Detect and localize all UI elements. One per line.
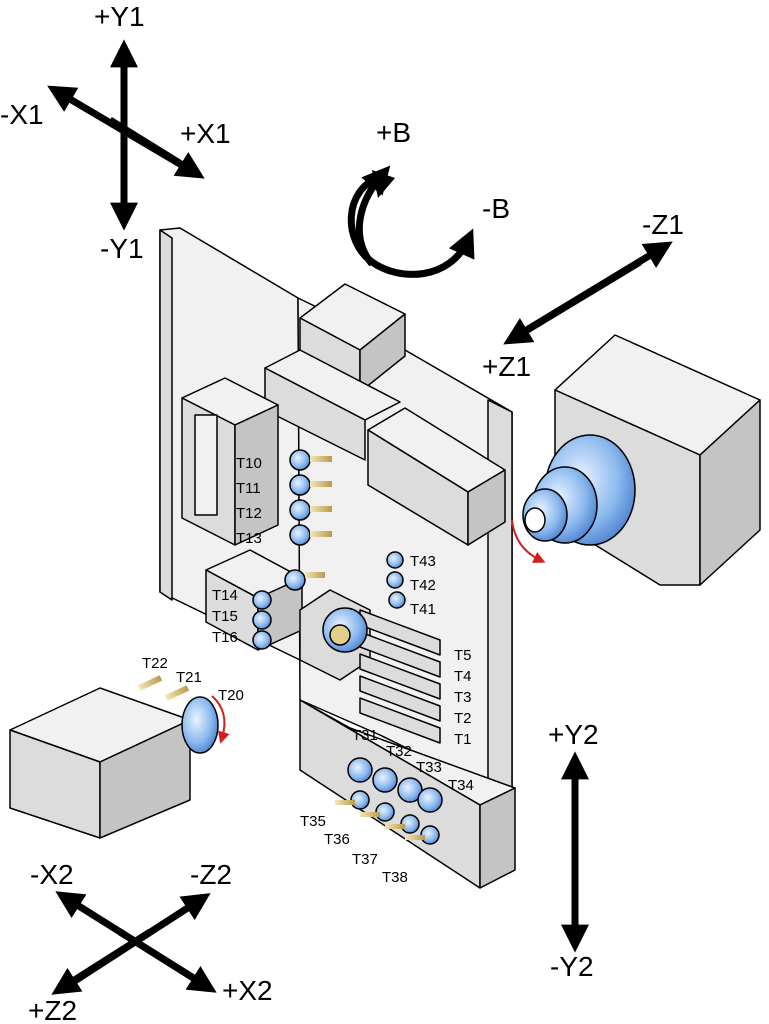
label-z2-positive: +Z2 (28, 995, 77, 1024)
tool-label-t41: T41 (410, 601, 436, 618)
label-x1-negative: -X1 (0, 99, 44, 130)
sub-spindle-rotation-marker (211, 695, 230, 744)
main-spindle-housing (511, 334, 761, 586)
tool-label-t31: T31 (352, 727, 378, 744)
tool-label-t15: T15 (212, 608, 238, 625)
label-y2-negative: -Y2 (550, 951, 594, 982)
z2-positive-arrow (51, 929, 152, 995)
sub-spindle-block (9, 675, 230, 839)
tool-holders (252, 449, 443, 845)
tool-label-t36: T36 (324, 831, 350, 848)
tool-label-t14: T14 (212, 587, 238, 604)
label-z2-negative: -Z2 (190, 859, 232, 890)
tool-label-t38: T38 (382, 869, 408, 886)
tool-label-t4: T4 (454, 668, 472, 685)
tool-label-t35: T35 (300, 813, 326, 830)
label-z1-negative: -Z1 (642, 209, 684, 240)
label-y1-negative: -Y1 (100, 233, 144, 264)
tool-label-t32: T32 (386, 743, 412, 760)
tool-label-t16: T16 (212, 629, 238, 646)
tool-label-t21: T21 (176, 669, 202, 686)
tool-label-t10: T10 (236, 455, 262, 472)
tool-label-t33: T33 (416, 759, 442, 776)
tool-label-t3: T3 (454, 689, 472, 706)
tool-label-t42: T42 (410, 577, 436, 594)
tool-label-t2: T2 (454, 710, 472, 727)
tool-label-t20: T20 (218, 687, 244, 704)
label-b-negative: -B (482, 193, 510, 224)
axis-group-x1-y1 (47, 39, 205, 231)
label-y2-positive: +Y2 (548, 719, 599, 750)
spindle-rotation-marker (511, 519, 546, 563)
tool-label-t1: T1 (454, 731, 472, 748)
label-x1-positive: +X1 (180, 118, 231, 149)
tool-label-t11: T11 (236, 480, 261, 497)
label-x2-negative: -X2 (30, 859, 74, 890)
tool-label-t43: T43 (410, 553, 436, 570)
b-rotation-arrow (347, 165, 475, 278)
tool-label-t34: T34 (448, 777, 474, 794)
x1-positive-arrow (108, 117, 205, 179)
machine-column (159, 227, 516, 889)
label-b-positive: +B (376, 117, 411, 148)
label-x2-positive: +X2 (222, 975, 273, 1006)
tool-label-t13: T13 (236, 530, 262, 547)
tool-label-t12: T12 (236, 505, 262, 522)
tool-label-t22: T22 (142, 655, 168, 672)
label-y1-positive: +Y1 (94, 1, 145, 32)
tool-label-t5: T5 (454, 647, 472, 664)
label-z1-positive: +Z1 (482, 351, 531, 382)
z1-positive-arrow (503, 259, 642, 345)
tool-label-t37: T37 (352, 851, 378, 868)
